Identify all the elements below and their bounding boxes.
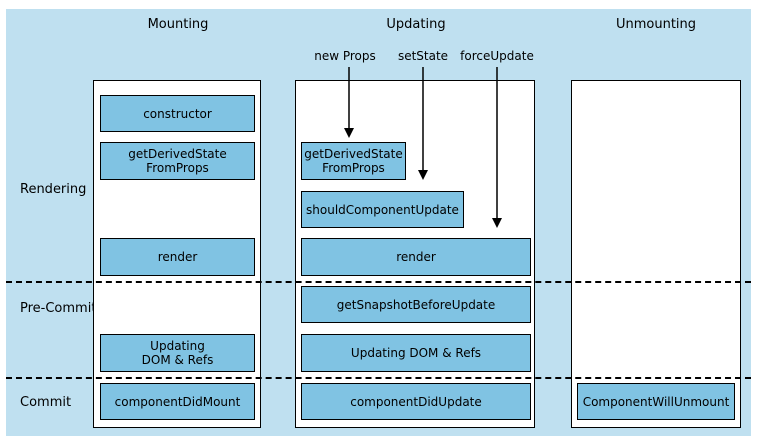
- column-title-updating: Updating: [386, 17, 446, 32]
- mounting-constructor-box: constructor: [100, 95, 255, 132]
- trigger-force-update: forceUpdate: [460, 49, 534, 63]
- phase-divider-commit: [6, 377, 751, 379]
- updating-render-box: render: [301, 238, 531, 276]
- trigger-set-state: setState: [397, 49, 449, 63]
- updating-updating-dom-box: Updating DOM & Refs: [301, 334, 531, 372]
- mounting-component-did-mount-box: componentDidMount: [100, 383, 255, 420]
- mounting-updating-dom-box: Updating DOM & Refs: [100, 334, 255, 372]
- updating-should-component-update-box: shouldComponentUpdate: [301, 191, 464, 228]
- updating-get-snapshot-box: getSnapshotBeforeUpdate: [301, 286, 531, 323]
- phase-label-precommit: Pre-Commit: [20, 301, 97, 316]
- updating-get-derived-state-box: getDerivedState FromProps: [301, 142, 406, 180]
- updating-component-did-update-box: componentDidUpdate: [301, 383, 531, 420]
- trigger-new-props: new Props: [314, 49, 376, 63]
- unmounting-component-will-unmount-box: ComponentWillUnmount: [577, 383, 735, 420]
- mounting-get-derived-state-box: getDerivedState FromProps: [100, 142, 255, 180]
- column-title-unmounting: Unmounting: [615, 17, 697, 32]
- mounting-render-box: render: [100, 238, 255, 276]
- unmounting-panel: [571, 80, 741, 428]
- column-title-mounting: Mounting: [147, 17, 209, 32]
- phase-label-rendering: Rendering: [20, 182, 87, 197]
- phase-label-commit: Commit: [20, 395, 72, 410]
- phase-divider-precommit: [6, 281, 751, 283]
- lifecycle-diagram: Mounting Updating Unmounting new Props s…: [6, 9, 751, 436]
